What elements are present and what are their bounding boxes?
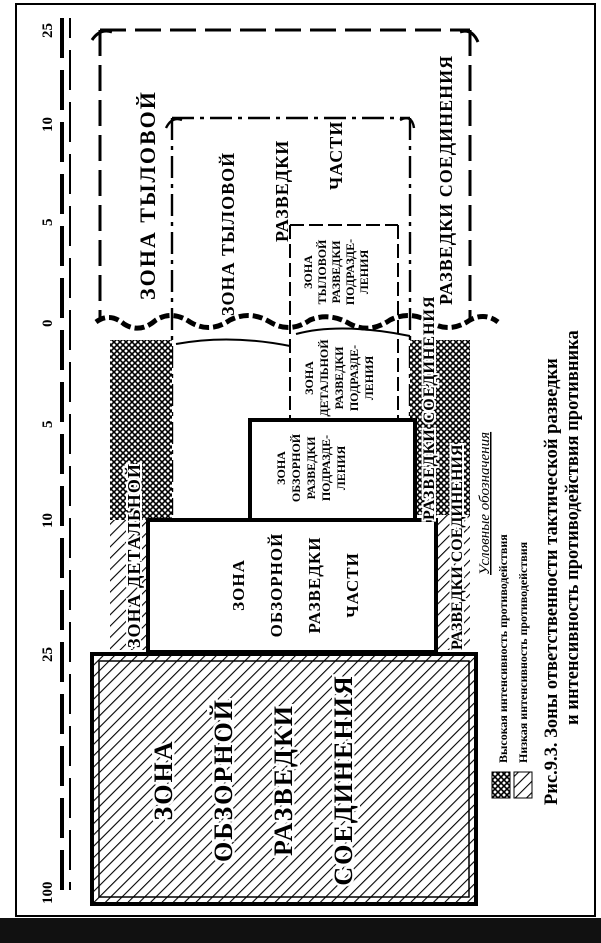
label-line: СОЕДИНЕНИЯ bbox=[329, 674, 358, 885]
scale-ticks: 25 10 5 0 5 10 25 100 bbox=[40, 23, 56, 904]
label-line: ЗОНА bbox=[301, 255, 315, 289]
division-rear-bracket bbox=[90, 29, 480, 43]
label-line: РАЗВЕДКИ bbox=[304, 436, 318, 499]
label-line: ЧАСТИ bbox=[343, 552, 362, 618]
legend-high-label: Высокая интенсивность противодействия bbox=[496, 534, 510, 763]
front-line bbox=[94, 313, 500, 331]
tick-label: 25 bbox=[40, 647, 56, 662]
low-intensity-left bbox=[110, 520, 148, 650]
legend-low-label: Низкая интенсивность противодействия bbox=[516, 541, 530, 763]
legend-title: Условные обозначения bbox=[477, 432, 493, 575]
label-line: ЛЕНИЯ bbox=[334, 446, 348, 491]
unit-rear-bracket bbox=[164, 117, 416, 129]
page-frame bbox=[15, 3, 596, 917]
page-bottom-bar bbox=[0, 918, 601, 943]
label-rear-subunit: ЗОНА ТЫЛОВОЙ РАЗВЕДКИ ПОДРАЗДЕ- ЛЕНИЯ bbox=[301, 239, 371, 305]
label-line: РАЗВЕДКИ bbox=[329, 240, 343, 303]
label-overview-subunit: ЗОНА ОБЗОРНОЙ РАЗВЕДКИ ПОДРАЗДЕ- ЛЕНИЯ bbox=[274, 433, 348, 502]
low-intensity-right bbox=[436, 515, 470, 650]
tick-label: 5 bbox=[40, 421, 56, 429]
label-detailed-subunit: ЗОНА ДЕТАЛЬНОЙ РАЗВЕДКИ ПОДРАЗДЕ- ЛЕНИЯ bbox=[302, 339, 376, 417]
label-right-strip-lower: РАЗВЕДКИ СОЕДИНЕНИЯ bbox=[449, 444, 466, 650]
tick-label: 0 bbox=[40, 320, 56, 328]
label-line: ЗОНА bbox=[274, 451, 288, 485]
scale-axis bbox=[60, 18, 71, 890]
label-line: ОБЗОРНОЙ bbox=[267, 533, 286, 638]
label-rear-division-bottom: РАЗВЕДКИ СОЕДИНЕНИЯ bbox=[436, 55, 456, 305]
label-line: ОБЗОРНОЙ bbox=[289, 433, 303, 502]
label-line: ПОДРАЗДЕ- bbox=[343, 239, 357, 305]
label-detailed-right: РАЗВЕДКИ СОЕДИНЕНИЯ bbox=[421, 296, 438, 520]
label-line: ЗОНА bbox=[229, 559, 248, 611]
label-overview-division: ЗОНА ОБЗОРНОЙ РАЗВЕДКИ СОЕДИНЕНИЯ bbox=[147, 672, 361, 888]
label-rear-unit-1: ЗОНА ТЫЛОВОЙ bbox=[217, 152, 238, 316]
label-detailed-left: ЗОНА ДЕТАЛЬНОЙ bbox=[123, 463, 144, 648]
label-line: ОБЗОРНОЙ bbox=[209, 698, 238, 862]
label-line: ПОДРАЗДЕ- bbox=[319, 435, 333, 501]
overview-division-box bbox=[90, 652, 478, 906]
caption-line-1: Рис.9.3. Зоны ответственности тактическо… bbox=[542, 358, 562, 805]
overview-unit-box bbox=[146, 518, 438, 654]
unit-rear-boundary bbox=[170, 116, 412, 515]
overview-division-inner bbox=[98, 660, 470, 898]
tick-label: 10 bbox=[40, 513, 56, 528]
caption-line-2: и интенсивность противодействия противни… bbox=[563, 330, 583, 725]
label-line: РАЗВЕДКИ bbox=[332, 346, 346, 409]
label-rear-division: ЗОНА ТЫЛОВОЙ bbox=[135, 90, 160, 300]
subunit-rear-boundary bbox=[289, 224, 399, 520]
label-line: ДЕТАЛЬНОЙ bbox=[317, 339, 331, 417]
label-rear-unit-3: ЧАСТИ bbox=[326, 121, 346, 190]
label-line: ЗОНА bbox=[302, 361, 316, 395]
label-line: РАЗВЕДКИ bbox=[269, 704, 298, 856]
high-intensity-right bbox=[410, 340, 470, 515]
label-line: ПОДРАЗДЕ- bbox=[347, 345, 361, 411]
legend-low-swatch bbox=[513, 771, 533, 799]
label-rear-unit-2: РАЗВЕДКИ bbox=[272, 140, 292, 242]
label-line: ЗОНА bbox=[149, 740, 178, 821]
tick-label: 10 bbox=[40, 117, 56, 132]
division-rear-boundary bbox=[98, 28, 472, 320]
label-line: ТЫЛОВОЙ bbox=[315, 239, 329, 304]
label-line: РАЗВЕДКИ bbox=[305, 537, 324, 634]
legend-high-swatch bbox=[491, 771, 511, 799]
front-line-under bbox=[175, 327, 411, 347]
legend: Условные обозначения Высокая интенсивнос… bbox=[477, 432, 533, 799]
tick-label: 5 bbox=[40, 219, 56, 227]
tick-label: 25 bbox=[40, 23, 56, 38]
label-line: ЛЕНИЯ bbox=[362, 356, 376, 401]
label-line: ЛЕНИЯ bbox=[357, 250, 371, 295]
high-intensity-left bbox=[110, 340, 172, 520]
tick-label: 100 bbox=[40, 882, 56, 905]
label-overview-unit: ЗОНА ОБЗОРНОЙ РАЗВЕДКИ ЧАСТИ bbox=[229, 533, 362, 638]
